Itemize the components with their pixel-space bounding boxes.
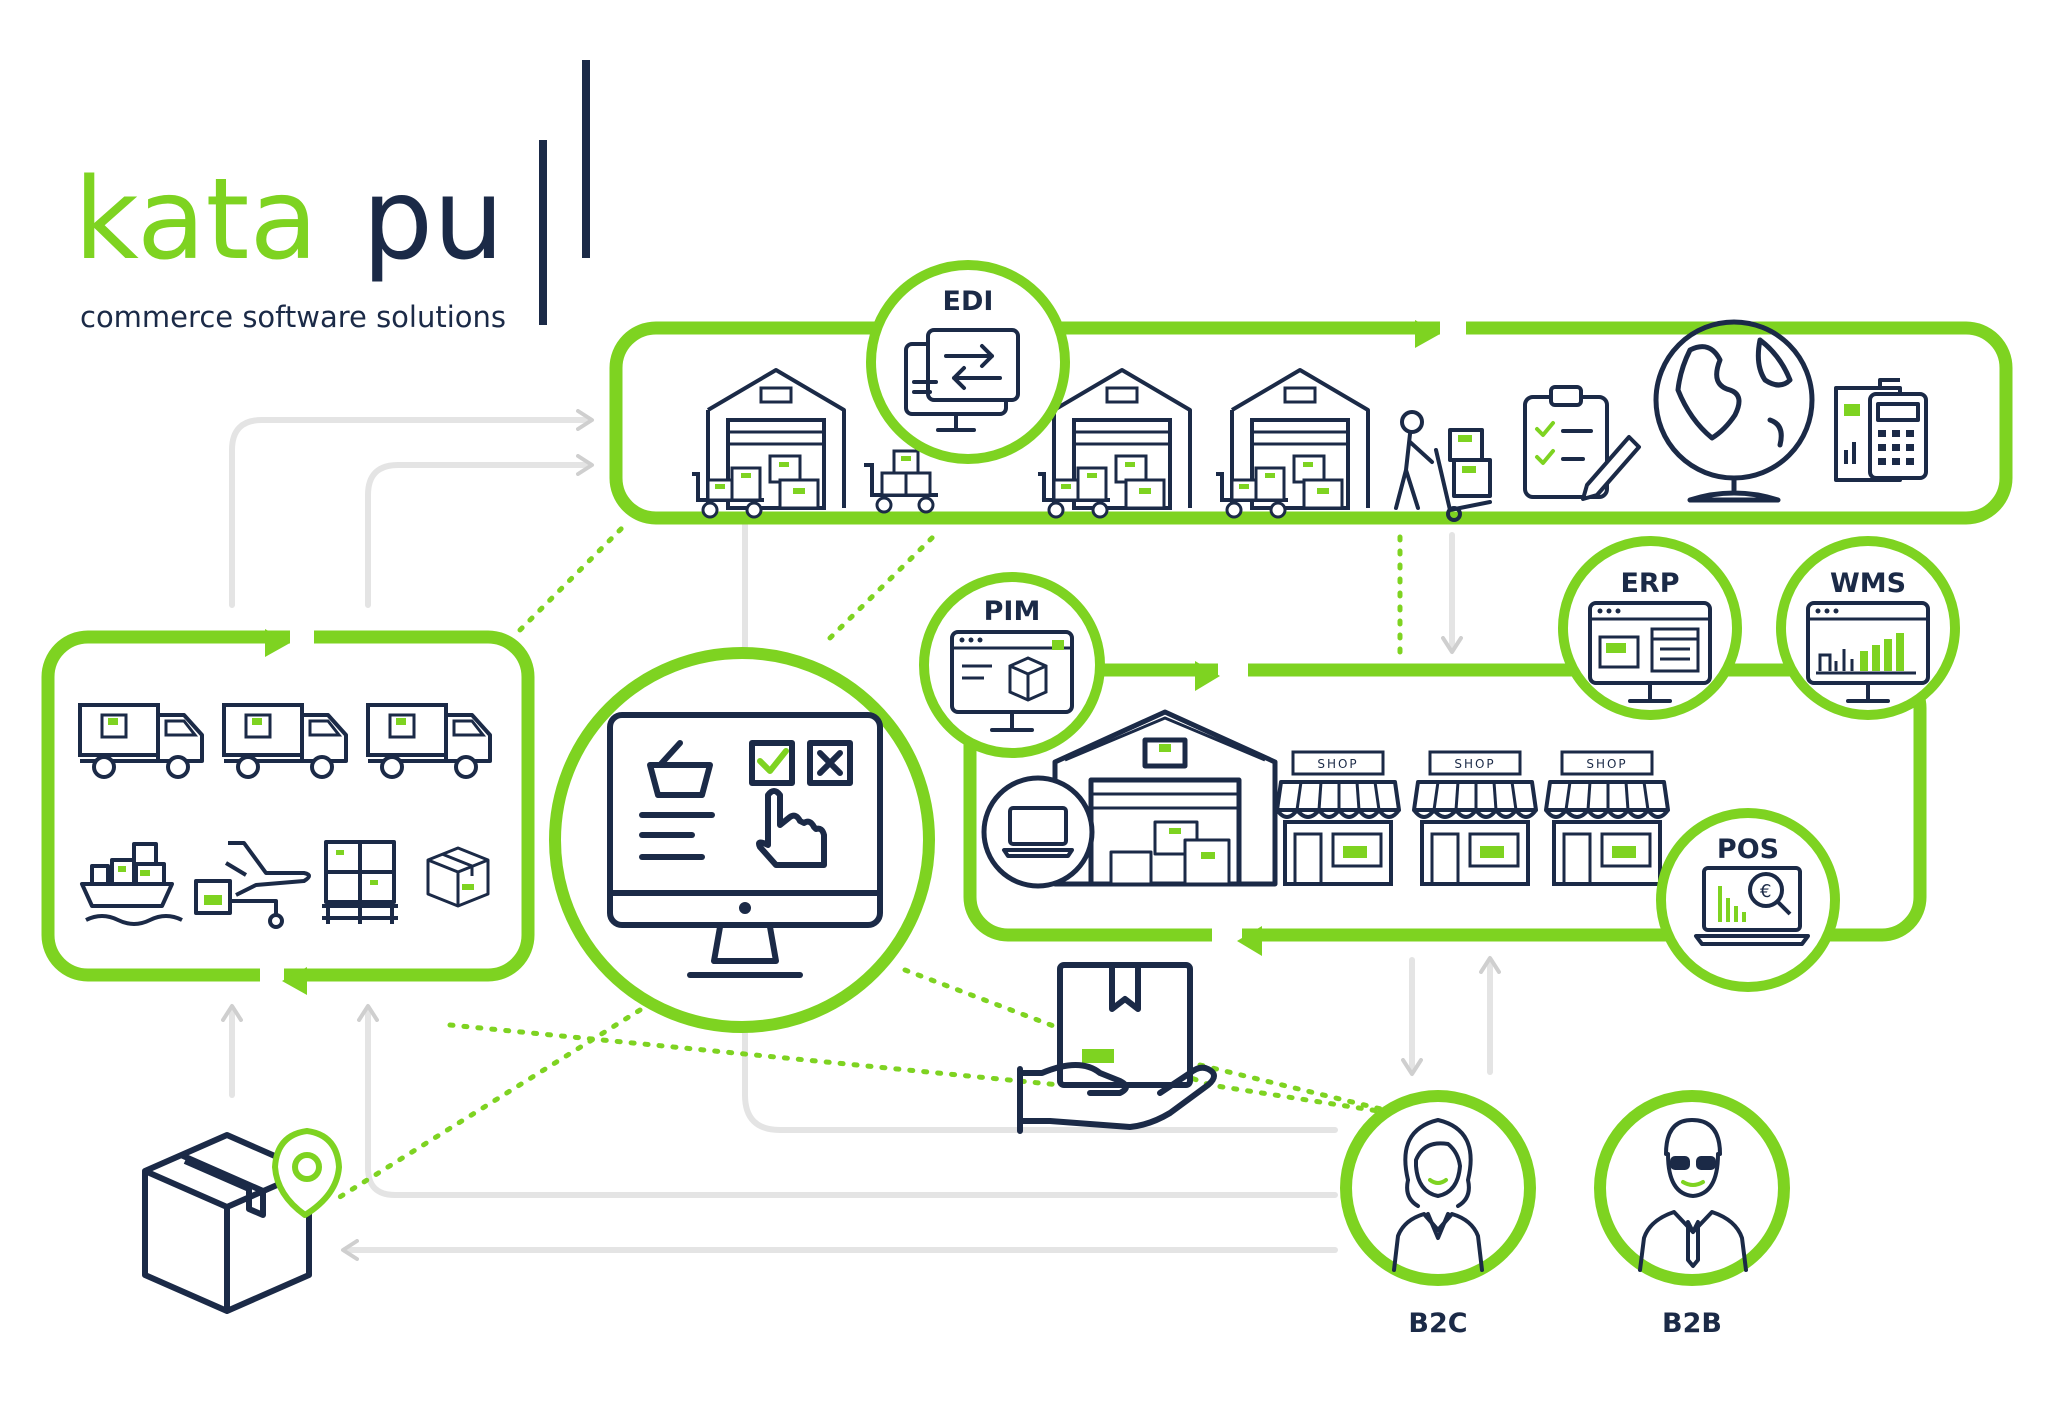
- worker-hand-truck-icon: [1394, 410, 1492, 522]
- logo-brand-navy: pu: [362, 155, 504, 285]
- retail-frame: [963, 663, 1927, 942]
- shop-label: SHOP: [1454, 757, 1495, 771]
- pos-label: POS: [1717, 834, 1779, 865]
- pallet-icon: [322, 840, 398, 924]
- erp-bubble[interactable]: ERP: [1558, 536, 1742, 720]
- svg-text:€: €: [1760, 881, 1771, 902]
- b2b-customer[interactable]: B2B: [1594, 1090, 1790, 1339]
- logo-brand-green: kata: [74, 155, 318, 285]
- b2c-customer[interactable]: B2C: [1340, 1090, 1536, 1339]
- logistics-icons: [78, 703, 492, 929]
- shop-icon: SHOP: [1412, 750, 1538, 886]
- invoice-calculator-icon: [1834, 378, 1928, 482]
- wms-bubble[interactable]: WMS: [1776, 536, 1960, 720]
- package-icon: [426, 846, 490, 908]
- shop-icon: SHOP: [1544, 750, 1670, 886]
- logo-tagline: commerce software solutions: [80, 300, 506, 334]
- warehouse-icon: [690, 368, 846, 519]
- gray-flow-lines: [221, 409, 1501, 1261]
- pos-bubble[interactable]: POS €: [1656, 808, 1840, 992]
- businessman-avatar-icon: [1638, 1118, 1748, 1272]
- webshop-monitor-icon: [607, 712, 883, 978]
- b2b-label: B2B: [1662, 1308, 1722, 1339]
- edi-bubble[interactable]: EDI: [866, 260, 1070, 464]
- globe-icon: [1653, 319, 1815, 503]
- laptop-bubble[interactable]: [981, 775, 1095, 889]
- erp-label: ERP: [1620, 568, 1679, 599]
- woman-avatar-icon: [1392, 1118, 1484, 1272]
- laptop-icon: [1002, 806, 1074, 858]
- shop-label: SHOP: [1586, 757, 1627, 771]
- erp-monitor-icon: [1588, 601, 1712, 703]
- pallet-cart-icon: [864, 449, 938, 514]
- edi-exchange-icon: [904, 328, 1020, 432]
- shop-label: SHOP: [1317, 757, 1358, 771]
- location-package-icon: [142, 1128, 342, 1314]
- katapull-logo: kata pu commerce software solutions: [74, 60, 590, 334]
- cargo-ship-icon: [80, 842, 183, 926]
- logistics-frame: [41, 630, 535, 982]
- pos-laptop-icon: €: [1694, 866, 1810, 946]
- truck-icon: [78, 703, 204, 779]
- truck-icon: [366, 703, 492, 779]
- checklist-icon: [1523, 385, 1641, 501]
- supply-chain-frame: [609, 321, 2013, 525]
- wms-label: WMS: [1830, 568, 1906, 599]
- supply-chain-icons: [690, 319, 1928, 522]
- air-freight-icon: [194, 841, 311, 929]
- pim-monitor-icon: [950, 630, 1074, 732]
- webshop-bubble[interactable]: [549, 647, 935, 1033]
- warehouse-icon: [1214, 368, 1370, 519]
- shop-icon: SHOP: [1275, 750, 1401, 886]
- wms-monitor-icon: [1806, 601, 1930, 703]
- green-frames: [41, 321, 2013, 982]
- frame-arrows: [260, 316, 1466, 995]
- package-hand-icon: [1017, 962, 1217, 1134]
- edi-label: EDI: [943, 286, 994, 317]
- pim-bubble[interactable]: PIM: [919, 572, 1105, 758]
- b2c-label: B2C: [1408, 1308, 1467, 1339]
- truck-icon: [222, 703, 348, 779]
- retail-icons: SHOP SHOP SHOP: [981, 709, 1670, 889]
- pim-label: PIM: [984, 596, 1041, 627]
